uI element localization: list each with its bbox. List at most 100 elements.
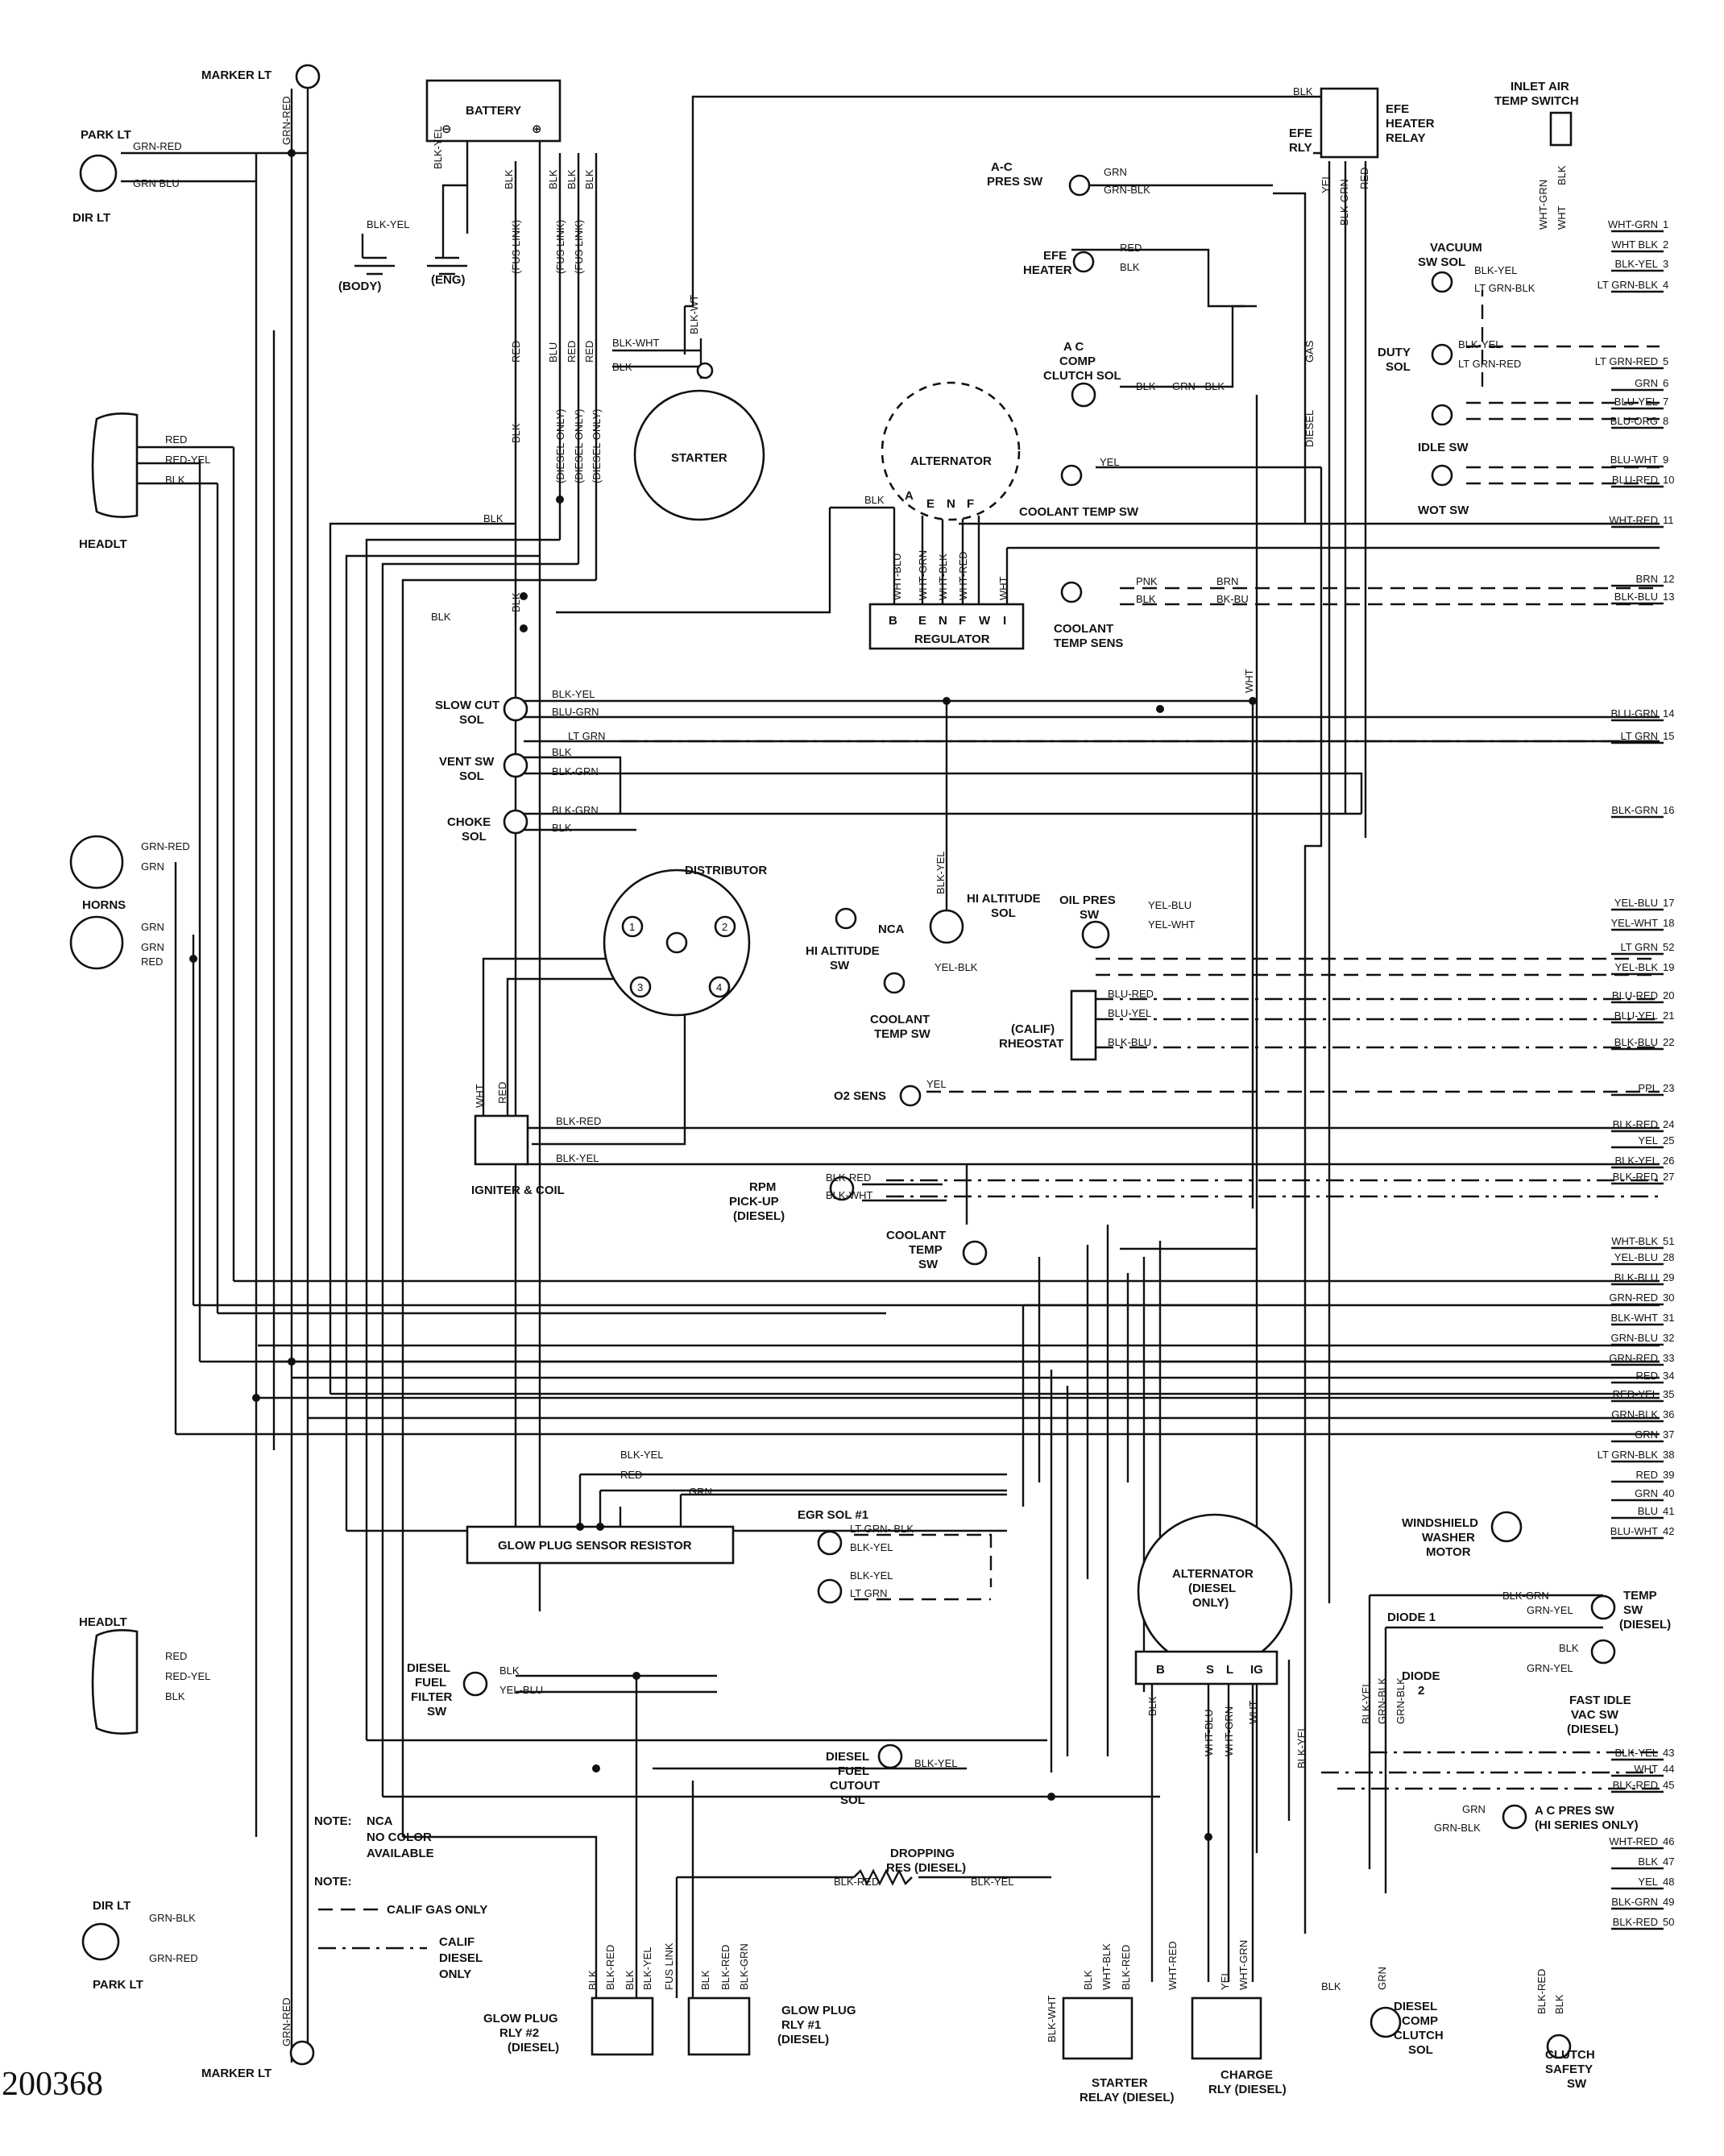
svg-text:BLK: BLK bbox=[552, 822, 572, 834]
svg-text:ALTERNATOR: ALTERNATOR bbox=[1172, 1567, 1254, 1581]
svg-text:SOL: SOL bbox=[462, 830, 487, 844]
svg-text:B: B bbox=[1156, 1663, 1165, 1677]
svg-text:BLK: BLK bbox=[552, 746, 572, 758]
svg-text:LT GRN-RED: LT GRN-RED bbox=[1458, 358, 1521, 370]
svg-text:S: S bbox=[1206, 1663, 1214, 1677]
svg-text:BLK: BLK bbox=[612, 361, 632, 373]
svg-text:BLK-WT: BLK-WT bbox=[688, 295, 700, 334]
svg-text:(CALIF): (CALIF) bbox=[1011, 1022, 1055, 1036]
bus-wire-22: BLK-BLU 22 bbox=[1611, 1036, 1674, 1051]
bus-wire-number: 40 bbox=[1663, 1487, 1674, 1499]
svg-text:GRN-RED: GRN-RED bbox=[149, 1952, 198, 1964]
svg-text:A: A bbox=[905, 489, 914, 503]
svg-text:O2 SENS: O2 SENS bbox=[834, 1089, 886, 1103]
svg-text:BLK: BLK bbox=[503, 169, 515, 189]
svg-text:DIESEL: DIESEL bbox=[1394, 2000, 1437, 2013]
svg-text:COOLANT: COOLANT bbox=[1054, 622, 1113, 636]
bus-wire-color: BLU-ORG bbox=[1610, 415, 1658, 427]
svg-text:DIESEL: DIESEL bbox=[439, 1951, 483, 1965]
svg-text:E: E bbox=[918, 614, 926, 628]
bus-wire-number: 22 bbox=[1663, 1036, 1674, 1048]
bus-wire-number: 52 bbox=[1663, 941, 1674, 953]
bus-wire-number: 7 bbox=[1663, 396, 1668, 408]
svg-text:BLK-YEL: BLK-YEL bbox=[1474, 264, 1517, 276]
bus-wire-color: BLU bbox=[1638, 1505, 1658, 1517]
bus-wire-number: 26 bbox=[1663, 1155, 1674, 1167]
svg-text:L: L bbox=[1226, 1663, 1233, 1677]
svg-text:BLK-RED: BLK-RED bbox=[1535, 1969, 1548, 2014]
svg-text:SOL: SOL bbox=[1408, 2043, 1433, 2057]
svg-text:RED: RED bbox=[1358, 168, 1370, 189]
svg-text:BLK-WHT: BLK-WHT bbox=[826, 1189, 873, 1201]
svg-text:COOLANT: COOLANT bbox=[886, 1229, 946, 1242]
svg-text:WINDSHIELD: WINDSHIELD bbox=[1402, 1516, 1478, 1530]
bus-wire-number: 46 bbox=[1663, 1835, 1674, 1847]
marker-lamp-bottom bbox=[289, 2040, 315, 2066]
svg-text:RELAY (DIESEL): RELAY (DIESEL) bbox=[1080, 2091, 1175, 2104]
svg-text:SOL: SOL bbox=[459, 769, 484, 783]
svg-text:WHT: WHT bbox=[474, 1084, 486, 1108]
bus-wire-number: 12 bbox=[1663, 573, 1674, 585]
svg-text:GRN: GRN bbox=[1104, 166, 1127, 178]
svg-text:GRN: GRN bbox=[1376, 1967, 1388, 1990]
bus-wire-number: 16 bbox=[1663, 804, 1674, 816]
bus-wire-number: 29 bbox=[1663, 1271, 1674, 1283]
bus-wire-number: 42 bbox=[1663, 1525, 1674, 1537]
svg-text:HORNS: HORNS bbox=[82, 898, 126, 912]
svg-text:LT GRN- BLK: LT GRN- BLK bbox=[850, 1523, 914, 1535]
bus-wire-color: BLK-WHT bbox=[1611, 1312, 1659, 1324]
svg-text:(FUS LINK): (FUS LINK) bbox=[573, 220, 585, 274]
svg-text:GRN-BLK: GRN-BLK bbox=[1104, 184, 1150, 196]
svg-text:SW: SW bbox=[427, 1705, 447, 1719]
svg-text:BLK: BLK bbox=[1082, 1970, 1094, 1990]
bus-wire-color: BLK-GRN bbox=[1611, 804, 1658, 816]
svg-text:(DIESEL): (DIESEL) bbox=[777, 2033, 829, 2046]
svg-text:BLK-RED: BLK-RED bbox=[826, 1171, 871, 1184]
bus-wire-color: RED bbox=[1636, 1370, 1658, 1382]
svg-text:CALIF GAS ONLY: CALIF GAS ONLY bbox=[387, 1903, 487, 1917]
svg-text:COMP: COMP bbox=[1059, 354, 1096, 368]
svg-text:BLK-YEL: BLK-YEL bbox=[971, 1876, 1013, 1888]
svg-text:GRN - BLK: GRN - BLK bbox=[1172, 380, 1225, 392]
bus-wire-color: BLK-BLU bbox=[1614, 1036, 1658, 1048]
svg-text:4: 4 bbox=[716, 981, 722, 993]
svg-text:BLK: BLK bbox=[1556, 165, 1568, 185]
svg-text:VACUUM: VACUUM bbox=[1430, 241, 1482, 255]
svg-text:SOL: SOL bbox=[991, 906, 1016, 920]
svg-text:PARK LT: PARK LT bbox=[93, 1978, 143, 1992]
svg-text:BLK-RED: BLK-RED bbox=[719, 1945, 731, 1990]
bus-wire-number: 23 bbox=[1663, 1082, 1674, 1094]
svg-text:HI ALTITUDE: HI ALTITUDE bbox=[967, 892, 1041, 906]
svg-text:(DIESEL): (DIESEL) bbox=[733, 1209, 785, 1223]
svg-text:DIESEL: DIESEL bbox=[1303, 410, 1316, 447]
svg-text:⊕: ⊕ bbox=[532, 122, 542, 136]
bus-wire-color: GRN bbox=[1635, 377, 1658, 389]
svg-text:HEADLT: HEADLT bbox=[79, 1615, 127, 1629]
svg-text:(DIESEL): (DIESEL) bbox=[508, 2041, 559, 2054]
svg-text:N: N bbox=[939, 614, 947, 628]
bus-wire-number: 3 bbox=[1663, 258, 1668, 270]
svg-text:HI ALTITUDE: HI ALTITUDE bbox=[806, 944, 880, 958]
bus-wire-number: 19 bbox=[1663, 961, 1674, 973]
svg-text:IGNITER & COIL: IGNITER & COIL bbox=[471, 1184, 565, 1197]
svg-text:BLK: BLK bbox=[1146, 1696, 1158, 1716]
svg-text:BLK-GRN: BLK-GRN bbox=[738, 1943, 750, 1990]
battery-box bbox=[425, 79, 562, 143]
svg-text:WOT SW: WOT SW bbox=[1418, 504, 1469, 517]
charge-relay bbox=[1191, 1996, 1262, 2060]
bus-wire-number: 18 bbox=[1663, 917, 1674, 929]
bus-wire-color: YEL-BLK bbox=[1615, 961, 1659, 973]
svg-text:TEMP: TEMP bbox=[1623, 1589, 1657, 1602]
svg-text:BLK: BLK bbox=[583, 169, 595, 189]
svg-text:BLK: BLK bbox=[1136, 593, 1156, 605]
svg-text:FUEL: FUEL bbox=[838, 1764, 869, 1778]
starter-motor bbox=[633, 389, 765, 521]
svg-text:2: 2 bbox=[1418, 1684, 1424, 1698]
